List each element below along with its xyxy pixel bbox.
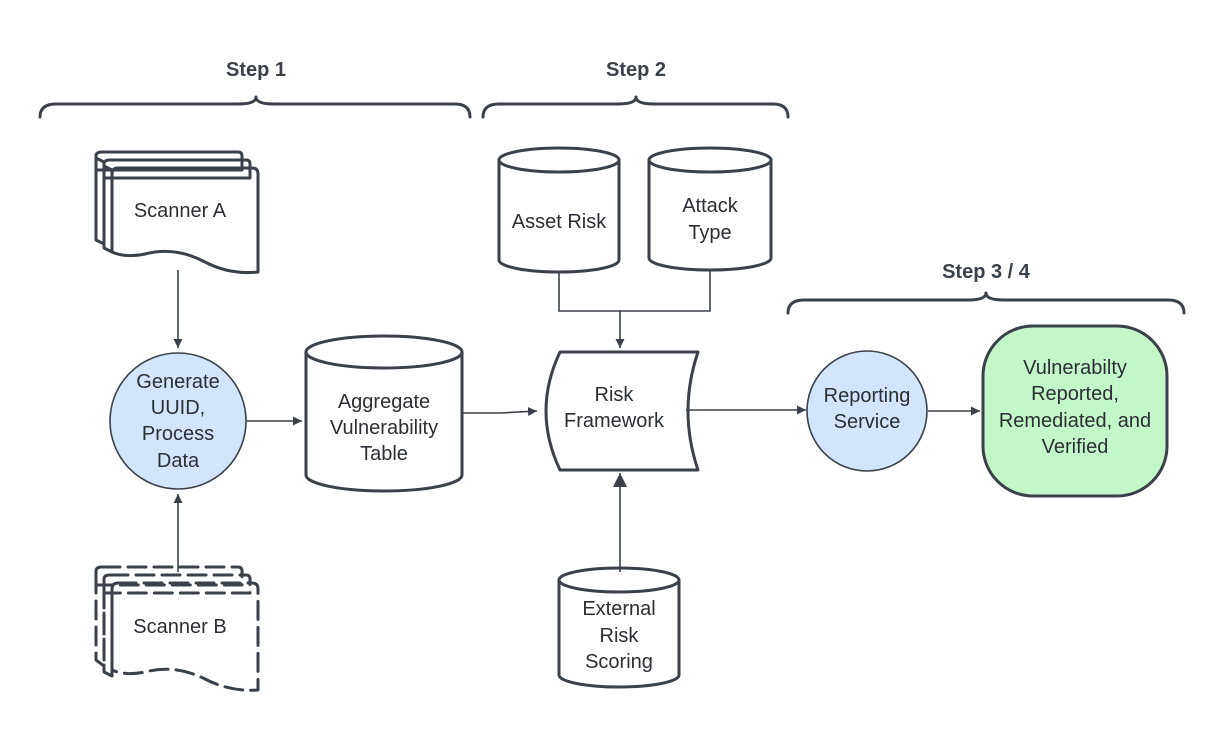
edge-attack-type-to-framework bbox=[615, 270, 711, 348]
scanner-a-label: Scanner A bbox=[134, 200, 227, 222]
risk-framework-label-line-1: Risk bbox=[595, 384, 635, 406]
verified-label-line-3: Remediated, and bbox=[999, 410, 1151, 432]
verified-label-line-4: Verified bbox=[1042, 436, 1109, 458]
step-2-label: Step 2 bbox=[606, 59, 666, 81]
asset-risk-node: Asset Risk bbox=[497, 146, 621, 274]
reporting-service-node: Reporting Service bbox=[806, 350, 928, 472]
aggregate-table-node: Aggregate Vulnerability Table bbox=[304, 334, 464, 493]
scanner-a-node: Scanner A bbox=[94, 150, 260, 274]
generate-label-line-2: UUID, bbox=[151, 397, 205, 419]
reporting-label-line-1: Reporting bbox=[824, 385, 911, 407]
attack-type-node: Attack Type bbox=[647, 146, 773, 272]
asset-risk-label: Asset Risk bbox=[512, 211, 607, 233]
risk-framework-node: Risk Framework bbox=[544, 350, 700, 472]
verified-label-line-1: Vulnerabilty bbox=[1023, 357, 1127, 379]
external-risk-node: External Risk Scoring bbox=[557, 566, 681, 689]
generate-label-line-1: Generate bbox=[136, 371, 219, 393]
external-risk-label-line-3: Scoring bbox=[585, 651, 653, 673]
risk-framework-label-line-2: Framework bbox=[564, 410, 665, 432]
step-1-brace bbox=[38, 95, 472, 119]
step-3-4-label: Step 3 / 4 bbox=[942, 261, 1031, 283]
verified-node: Vulnerabilty Reported, Remediated, and V… bbox=[981, 324, 1169, 498]
edge-aggregate-to-framework bbox=[462, 406, 538, 416]
aggregate-label-line-1: Aggregate bbox=[338, 391, 430, 413]
reporting-label-line-2: Service bbox=[834, 411, 901, 433]
aggregate-label-line-2: Vulnerability bbox=[330, 417, 438, 439]
step-1-label: Step 1 bbox=[226, 59, 286, 81]
generate-label-line-4: Data bbox=[157, 450, 200, 472]
external-risk-label-line-2: Risk bbox=[600, 625, 640, 647]
attack-type-label-line-1: Attack bbox=[682, 195, 739, 217]
step-2-brace bbox=[481, 95, 790, 119]
step-3-4-brace bbox=[786, 291, 1186, 315]
external-risk-label-line-1: External bbox=[582, 598, 655, 620]
edge-asset-risk bbox=[558, 272, 620, 312]
aggregate-label-line-3: Table bbox=[360, 443, 408, 465]
verified-label-line-2: Reported, bbox=[1031, 383, 1119, 405]
scanner-b-node bbox=[94, 565, 260, 692]
scanner-b-label: Scanner B bbox=[133, 616, 226, 638]
attack-type-label-line-2: Type bbox=[688, 222, 731, 244]
generate-uuid-node: Generate UUID, Process Data bbox=[109, 352, 247, 490]
generate-label-line-3: Process bbox=[142, 423, 214, 445]
